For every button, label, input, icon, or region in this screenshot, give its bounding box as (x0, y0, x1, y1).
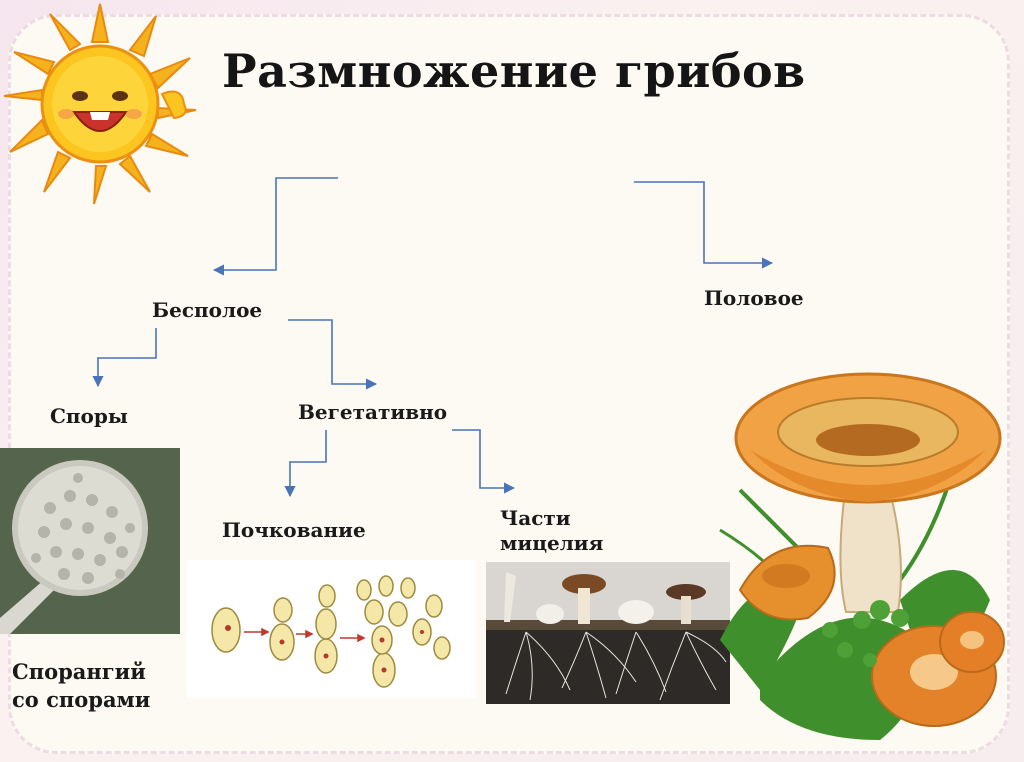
budding-yeast-image (211, 575, 451, 688)
sexual-label: Половое (704, 286, 804, 310)
sporangium-caption: Спорангий со спорами (12, 658, 150, 715)
arrow-to-spores (92, 328, 157, 388)
mycelium-image (486, 562, 730, 704)
arrow-to-vegetative (288, 319, 378, 390)
spores-label: Споры (50, 404, 128, 428)
mycelium-label: Части мицелия (500, 506, 603, 556)
arrow-to-asexual (212, 177, 338, 276)
budding-label: Почкование (222, 518, 366, 542)
sporangium-caption-line2: со спорами (12, 687, 151, 713)
page-title: Размножение грибов (222, 44, 806, 98)
mycelium-label-line2: мицелия (500, 531, 604, 555)
asexual-label: Бесполое (152, 298, 263, 322)
mycelium-photo (486, 562, 730, 704)
vegetative-label: Вегетативно (298, 400, 448, 424)
budding-illustration (186, 560, 476, 698)
arrow-to-budding (284, 430, 327, 498)
sporangium-image (0, 448, 180, 634)
arrow-to-sexual (634, 181, 774, 269)
arrow-to-mycelium (452, 429, 516, 494)
sporangium-caption-line1: Спорангий (12, 659, 146, 684)
mycelium-label-line1: Части (500, 506, 571, 530)
sporangium-photo (0, 448, 180, 634)
